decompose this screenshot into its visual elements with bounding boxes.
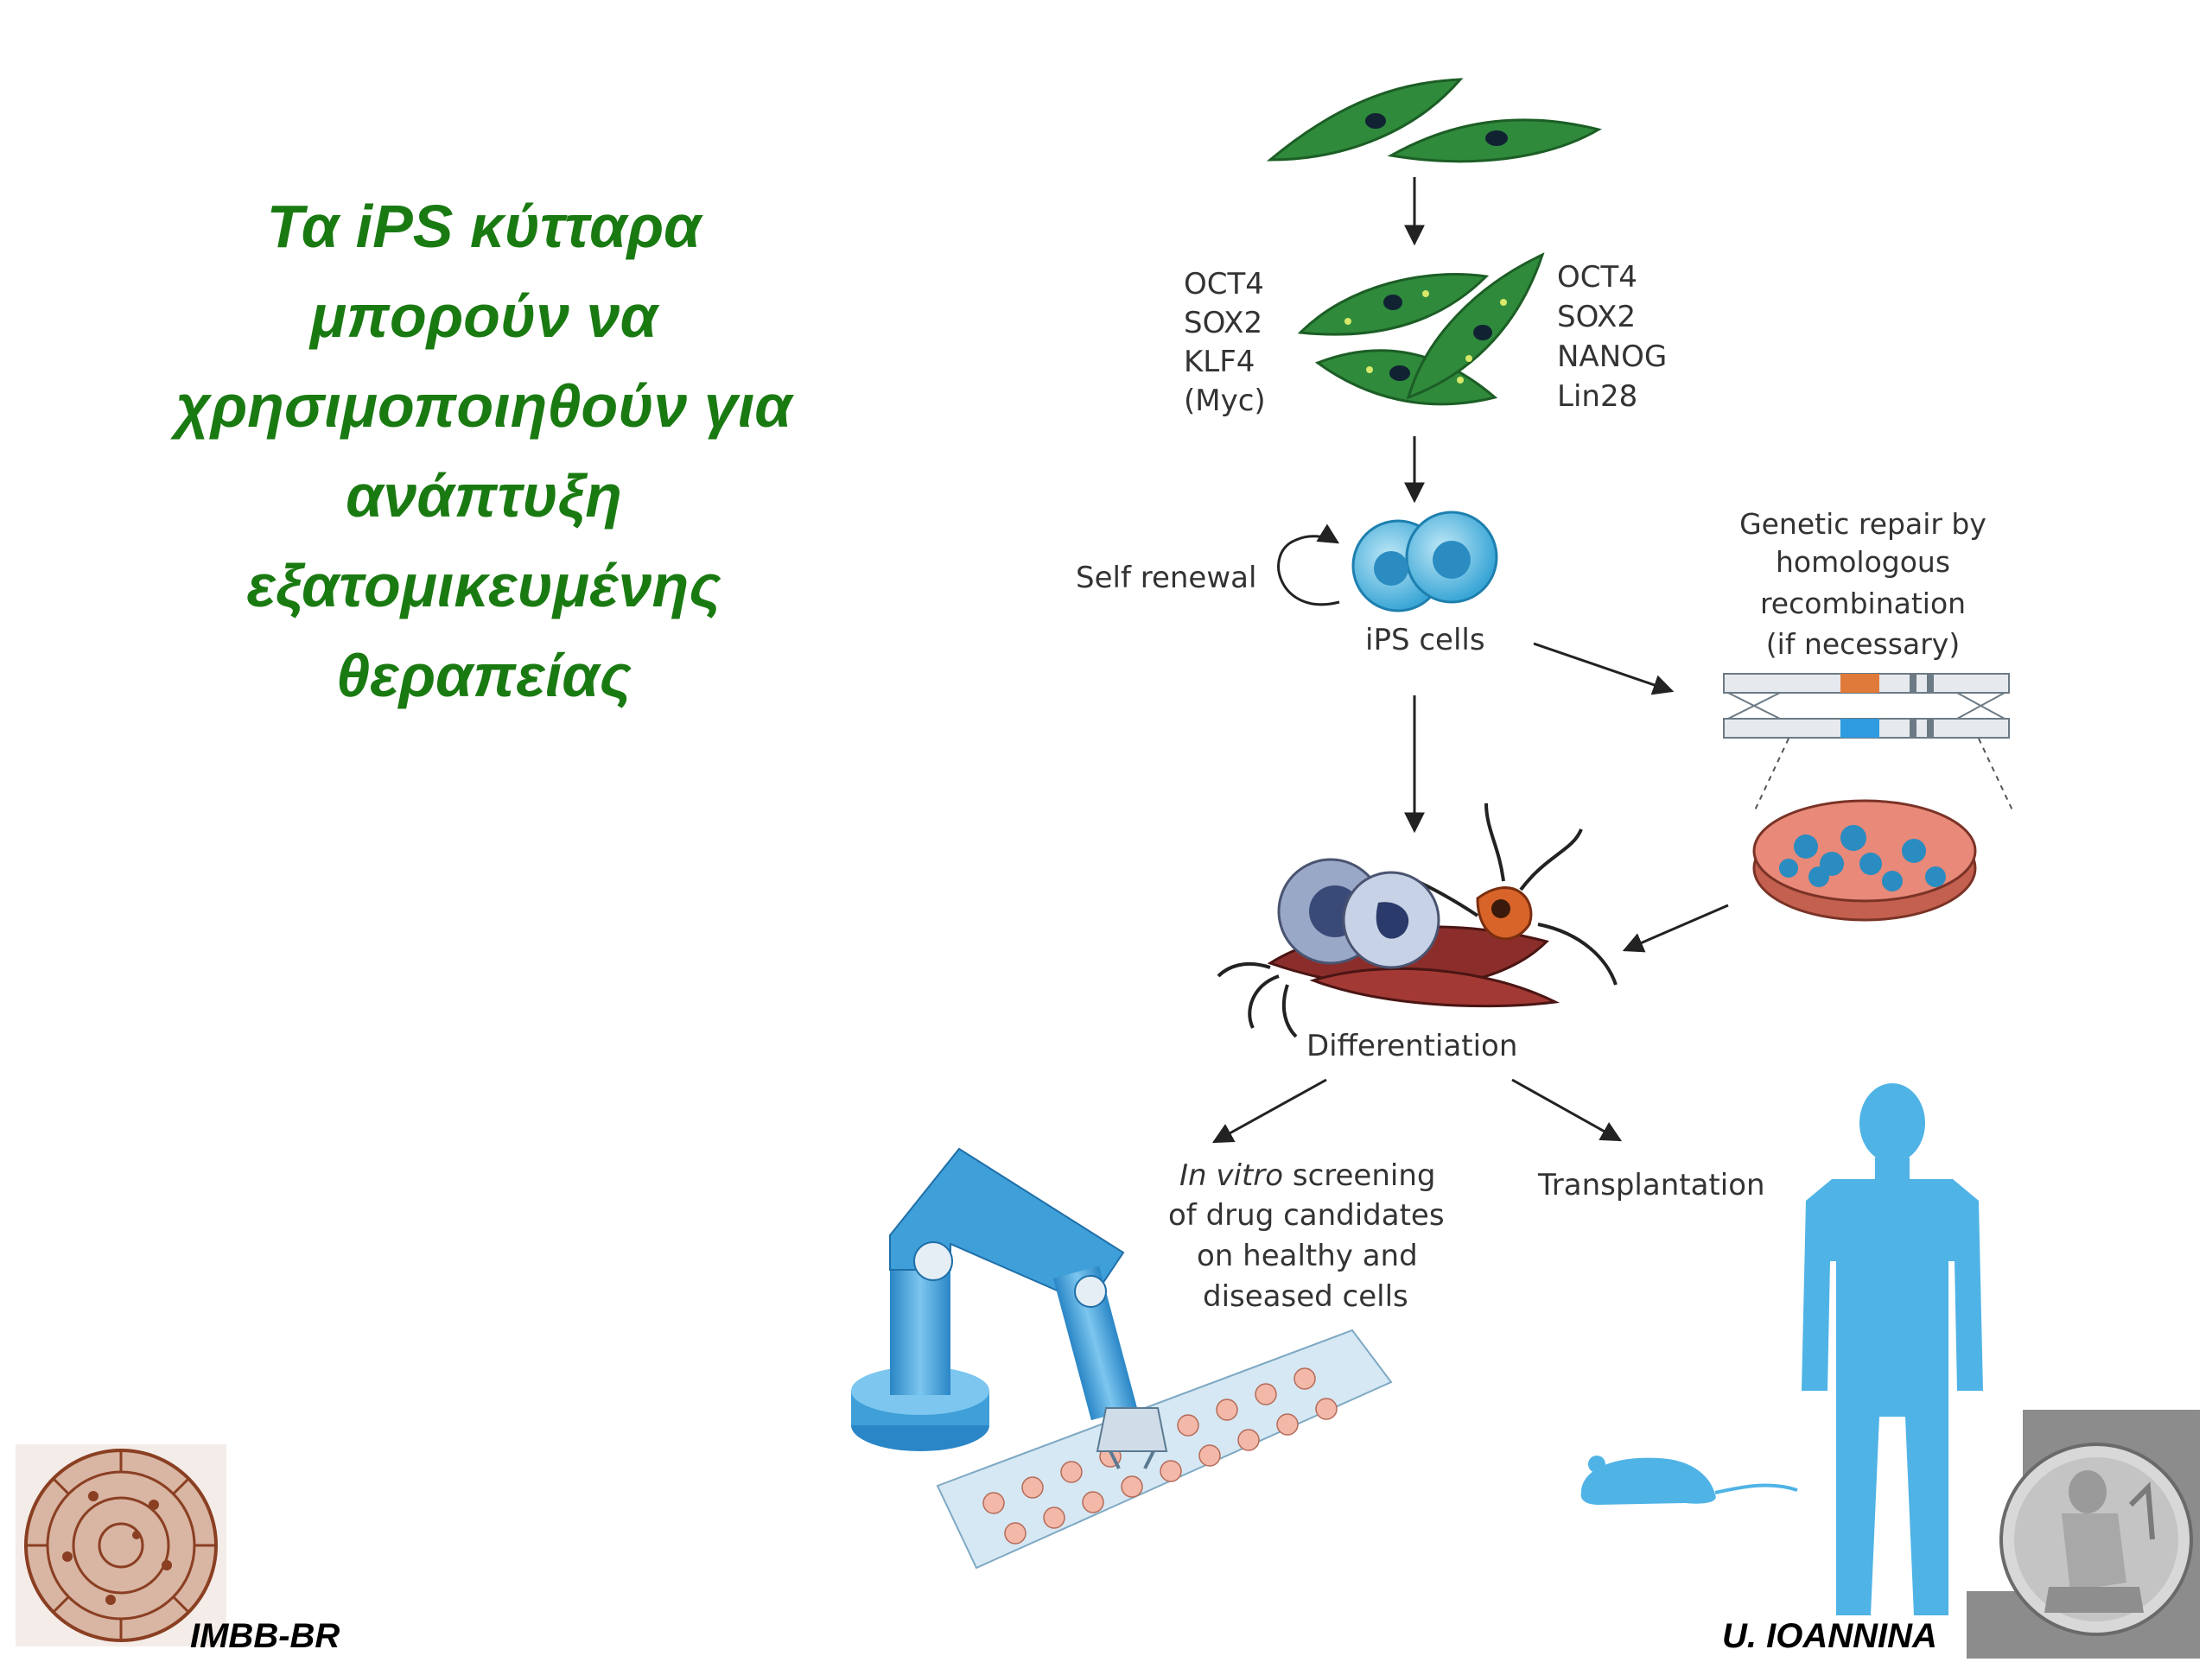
genetic-repair-line-3: (if necessary): [1766, 627, 1960, 661]
reprogramming-cells-icon: [1297, 252, 1545, 406]
factors-left-3: (Myc): [1184, 384, 1266, 418]
ips-cells-label: iPS cells: [1365, 623, 1485, 657]
fibroblast-cells-icon: [1266, 78, 1602, 163]
screening-line-2: on healthy and: [1197, 1239, 1418, 1273]
ancient-coin-icon: [1967, 1410, 2200, 1659]
slide-title: Τα iPS κύτταρα μπορούν να χρησιμοποιηθούν …: [104, 181, 864, 720]
factors-right-3: Lin28: [1557, 379, 1637, 414]
self-renewal-label: Self renewal: [1076, 561, 1256, 595]
mouse-silhouette-icon: [1580, 1456, 1798, 1505]
genetic-repair-line-1: homologous: [1776, 545, 1950, 579]
screening-line-1: of drug candidates: [1168, 1198, 1445, 1233]
screening-line-0-rest: screening: [1283, 1158, 1435, 1193]
robot-arm-icon: [851, 1147, 1168, 1469]
transplantation-label: Transplantation: [1537, 1168, 1765, 1202]
genetic-repair-line-2: recombination: [1760, 587, 1966, 620]
factors-right-0: OCT4: [1557, 260, 1637, 295]
differentiation-label: Differentiation: [1306, 1029, 1517, 1063]
genetic-repair-line-0: Genetic repair by: [1739, 507, 1986, 541]
footer-left-label: IMBB-BR: [190, 1617, 340, 1655]
screening-line-3: diseased cells: [1203, 1279, 1408, 1314]
screening-italic: In vitro: [1179, 1158, 1283, 1193]
petri-dish-icon: [1752, 799, 1977, 922]
footer-right-label: U. IOANNINA: [1722, 1617, 1937, 1655]
factors-left-2: KLF4: [1184, 345, 1255, 379]
human-silhouette-icon: [1802, 1083, 1983, 1615]
factors-right-1: SOX2: [1557, 300, 1636, 334]
dna-recombination-icon: [1723, 673, 2014, 813]
title-line-0: Τα iPS κύτταρα: [266, 193, 702, 260]
differentiated-cells-icon: [1217, 802, 1618, 1038]
phaistos-disc-icon: [16, 1444, 226, 1646]
title-line-2: χρησιμοποιηθούν για: [175, 372, 792, 440]
title-line-3: ανάπτυξη: [346, 462, 622, 530]
factors-left-1: SOX2: [1184, 306, 1262, 340]
title-line-1: μπορούν να: [309, 282, 658, 350]
self-renewal-arrow-icon: [1277, 523, 1340, 606]
ips-cells-icon: [1351, 511, 1498, 612]
screening-line-0: In vitro screening: [1179, 1158, 1435, 1193]
factors-right-2: NANOG: [1557, 339, 1667, 374]
factors-left-0: OCT4: [1184, 267, 1264, 301]
title-line-5: θεραπείας: [336, 642, 632, 709]
title-line-4: εξατομικευμένης: [246, 552, 721, 619]
